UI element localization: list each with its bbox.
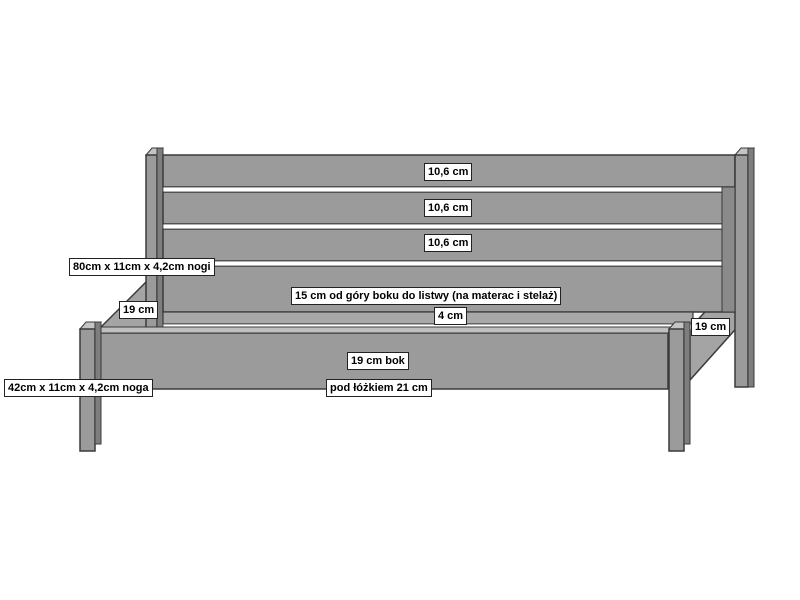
head-legs-label: 80cm x 11cm x 4,2cm nogi: [69, 258, 215, 276]
board3-label: 10,6 cm: [424, 234, 473, 252]
side-height-left-label: 19 cm: [119, 301, 159, 319]
under-bed-label: pod łóżkiem 21 cm: [326, 379, 432, 397]
board2-label: 10,6 cm: [424, 199, 473, 217]
front-side-board-top: [92, 326, 676, 334]
slat-strip: [162, 311, 694, 325]
foot-right-leg-side: [683, 321, 691, 445]
side-board-label: 19 cm bok: [347, 352, 409, 370]
headboard-gap-3: [162, 260, 736, 267]
foot-legs-label: 42cm x 11cm x 4,2cm noga: [4, 379, 153, 397]
headboard-gap-1: [162, 186, 736, 193]
foot-right-leg: [668, 328, 685, 452]
headboard-right-post-inner: [721, 186, 736, 313]
headboard-right-post-side: [747, 147, 755, 388]
side-height-right-label: 19 cm: [691, 318, 731, 336]
slat-label: 4 cm: [434, 307, 468, 325]
board1-label: 10,6 cm: [424, 163, 473, 181]
headboard-right-post: [734, 154, 749, 388]
top-to-slat-label: 15 cm od góry boku do listwy (na materac…: [291, 287, 562, 305]
headboard-gap-2: [162, 223, 736, 230]
